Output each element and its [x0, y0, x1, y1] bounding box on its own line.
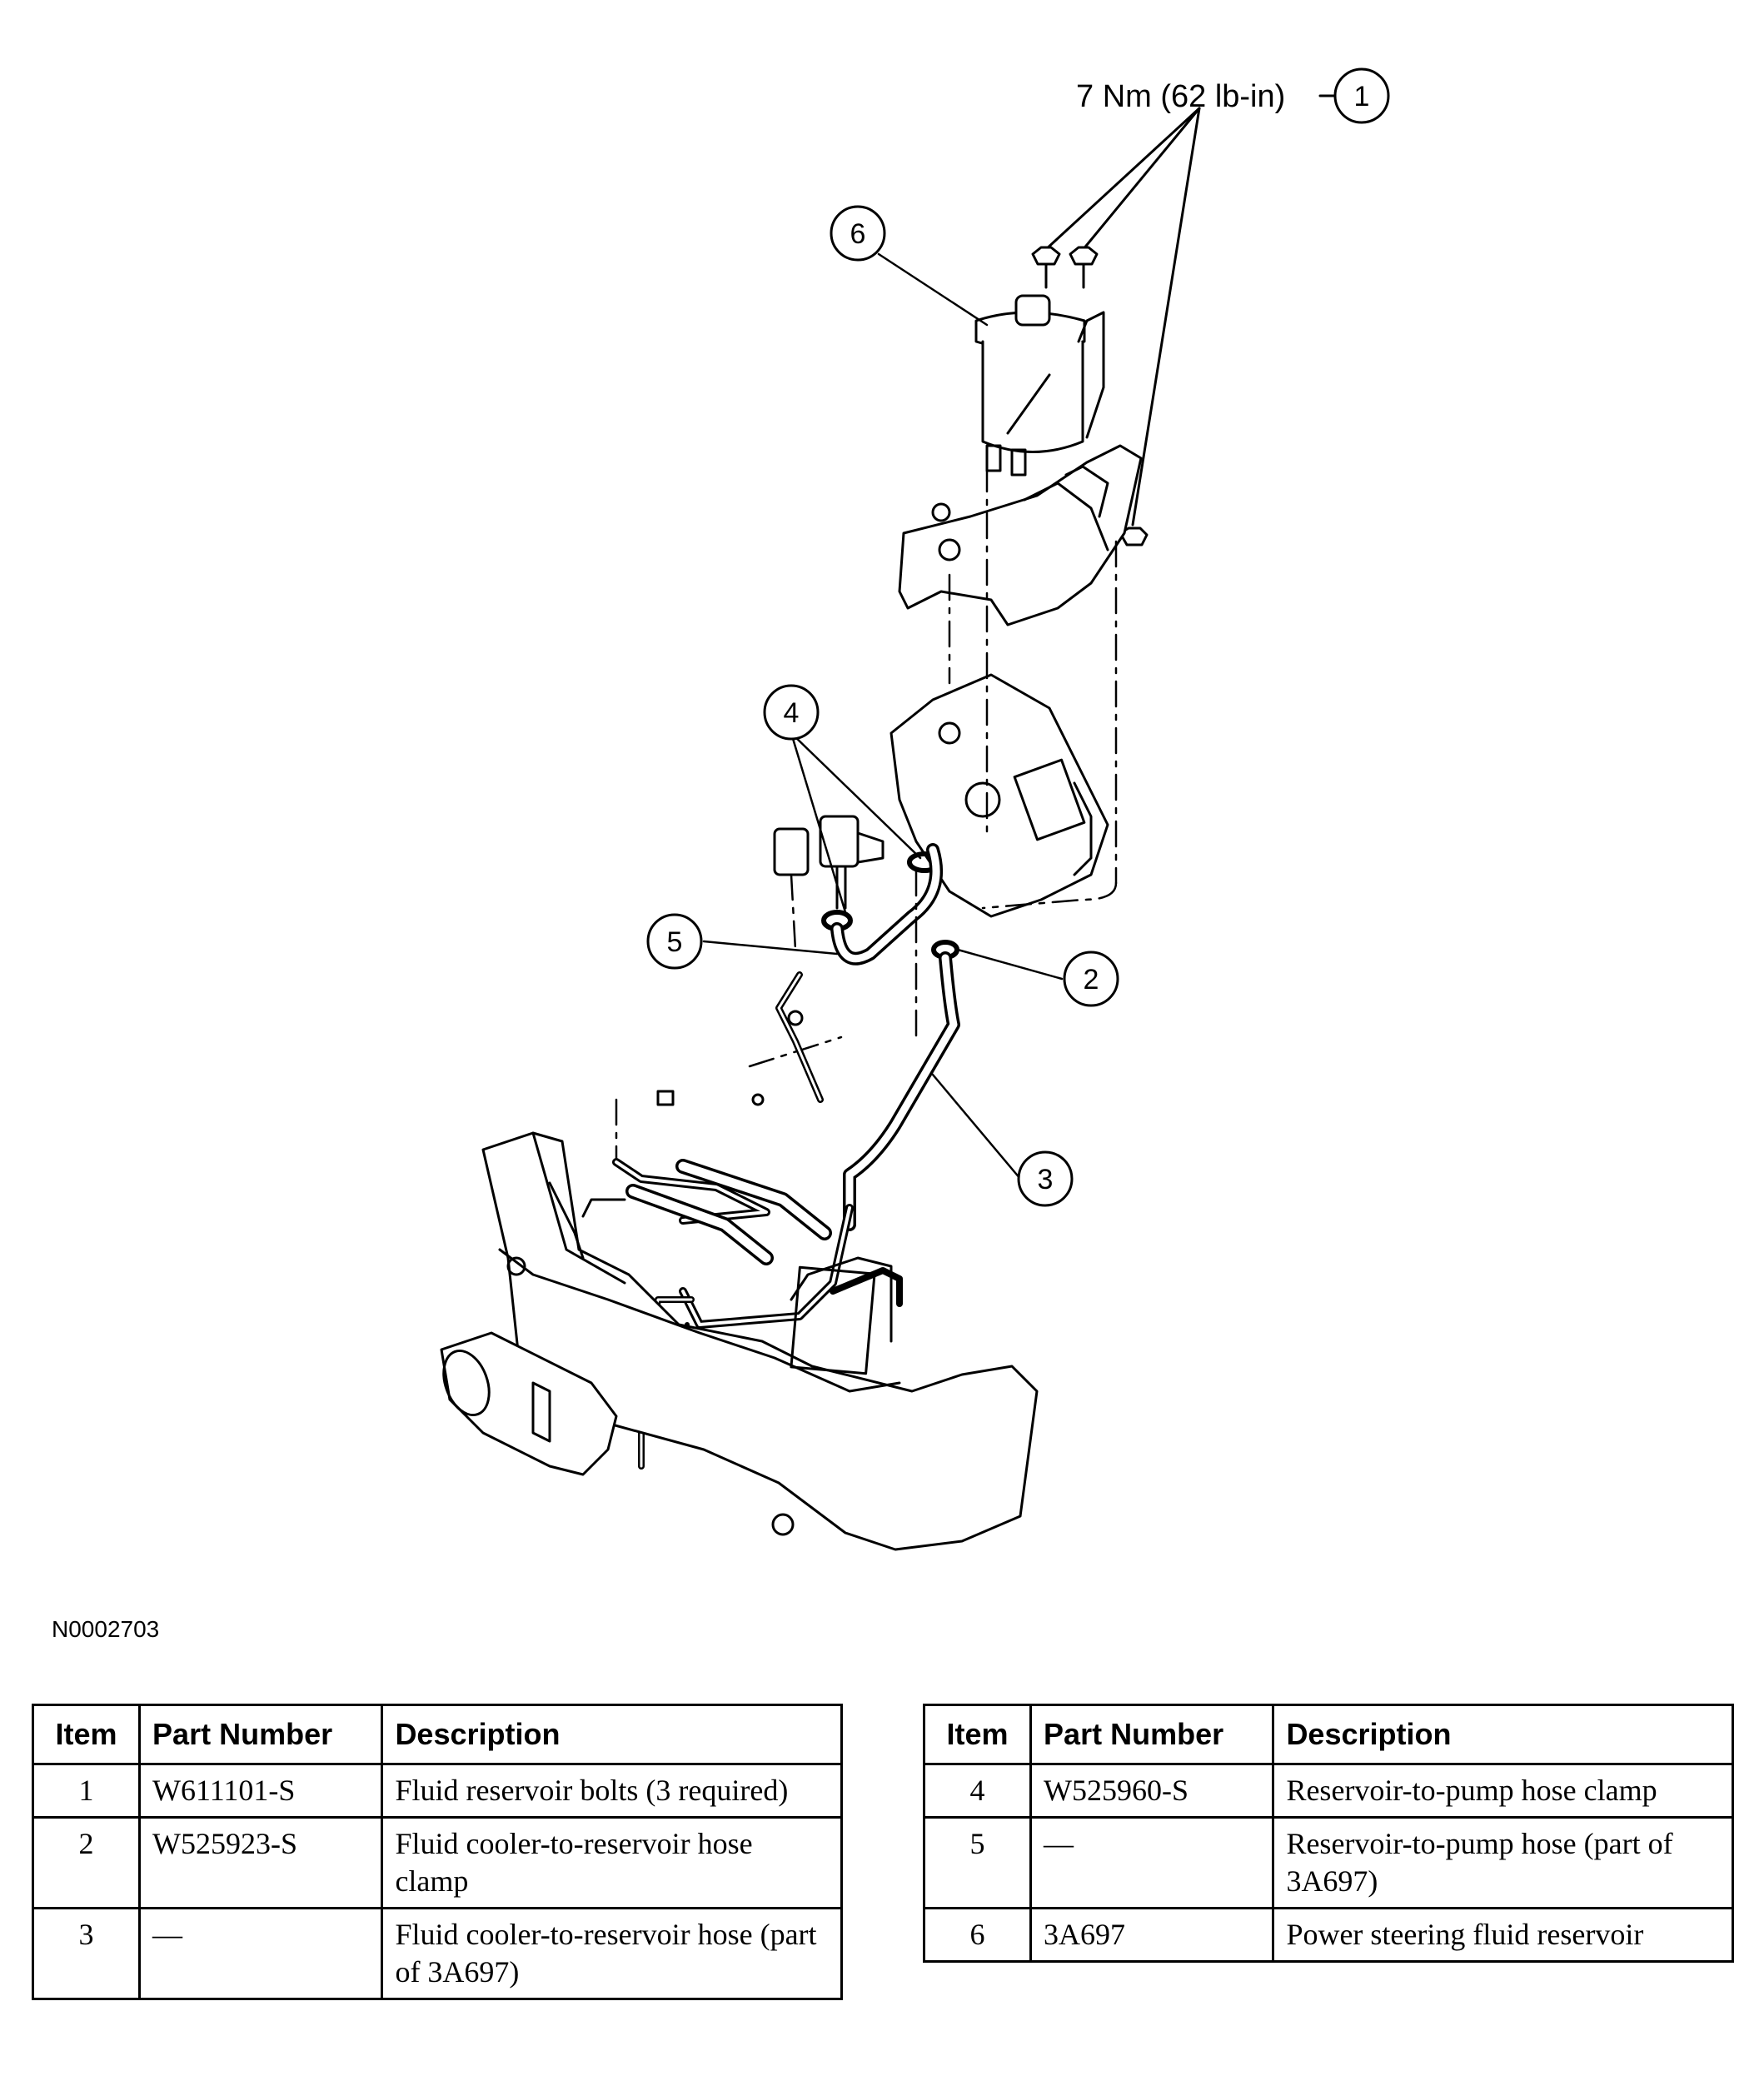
- callout-circle: [1017, 1150, 1074, 1207]
- cell-item: 6: [922, 1907, 1033, 1963]
- header-part-number: Part Number: [138, 1704, 384, 1765]
- steering-gear-housing: [440, 1331, 618, 1476]
- table-row: 1 W611101-S Fluid reservoir bolts (3 req…: [31, 1763, 843, 1819]
- cell-item: 1: [31, 1763, 142, 1819]
- cell-part-number: W611101-S: [138, 1763, 384, 1819]
- torque-spec-label: 7 Nm (62 lb-in): [1076, 79, 1285, 114]
- callout-circle: [646, 913, 703, 970]
- callout-5: 5: [667, 926, 683, 958]
- cell-item: 4: [922, 1763, 1033, 1819]
- table-header-row: Item Part Number Description: [922, 1704, 1734, 1765]
- table-row: 4 W525960-S Reservoir-to-pump hose clamp: [922, 1763, 1734, 1819]
- cell-item: 2: [31, 1816, 142, 1909]
- callout-circle: [1318, 67, 1390, 124]
- callout-2: 2: [1084, 964, 1099, 996]
- figure-id: N0002703: [52, 1616, 160, 1642]
- cell-part-number: W525960-S: [1029, 1763, 1275, 1819]
- cell-part-number: 3A697: [1029, 1907, 1275, 1963]
- table-row: 6 3A697 Power steering fluid reservoir: [922, 1907, 1734, 1963]
- header-item: Item: [31, 1704, 142, 1765]
- header-description: Description: [1272, 1704, 1734, 1765]
- reservoir-bolt: [1031, 246, 1061, 289]
- cell-part-number: W525923-S: [138, 1816, 384, 1909]
- cell-description: Power steering fluid reservoir: [1272, 1907, 1734, 1963]
- steering-gear-valve: [773, 815, 884, 910]
- cell-description: Reservoir-to-pump hose clamp: [1272, 1763, 1734, 1819]
- mounting-bracket: [898, 444, 1143, 626]
- parts-table-left: Item Part Number Description 1 W611101-S…: [31, 1704, 843, 2000]
- table-row: 5 — Reservoir-to-pump hose (part of 3A69…: [922, 1816, 1734, 1909]
- fluid-cooler-to-reservoir-hose: [843, 951, 960, 1231]
- callout-leaders: [702, 252, 1064, 1180]
- fluid-reservoir: [974, 294, 1105, 477]
- reservoir-bolt: [1119, 526, 1149, 546]
- callout-4: 4: [784, 697, 800, 729]
- cell-part-number: —: [1029, 1816, 1275, 1909]
- table-row: 2 W525923-S Fluid cooler-to-reservoir ho…: [31, 1816, 843, 1909]
- reservoir-to-pump-hose: [830, 843, 944, 966]
- power-steering-pump: [889, 673, 1109, 918]
- reservoir-bolt: [1069, 246, 1099, 289]
- table-header-row: Item Part Number Description: [31, 1704, 843, 1765]
- callout-3: 3: [1038, 1164, 1054, 1195]
- table-row: 3 — Fluid cooler-to-reservoir hose (part…: [31, 1907, 843, 2000]
- callout-circle: [830, 205, 886, 262]
- callout-1: 1: [1354, 81, 1370, 112]
- callout-circle: [1063, 951, 1119, 1007]
- callout-6: 6: [850, 218, 866, 250]
- torque-leaders: [1044, 107, 1201, 526]
- exploded-parts-diagram: 7 Nm (62 lb-in) 1 2 3 4 5 6: [440, 67, 1390, 1551]
- header-part-number: Part Number: [1029, 1704, 1275, 1765]
- parts-table-right: Item Part Number Description 4 W525960-S…: [922, 1704, 1734, 1963]
- cell-item: 3: [31, 1907, 142, 2000]
- cell-description: Fluid cooler-to-reservoir hose (part of …: [381, 1907, 843, 2000]
- header-item: Item: [922, 1704, 1033, 1765]
- alignment-lines: [615, 465, 1118, 1160]
- callout-circle: [763, 684, 820, 741]
- cell-description: Fluid reservoir bolts (3 required): [381, 1763, 843, 1819]
- cell-description: Reservoir-to-pump hose (part of 3A697): [1272, 1816, 1734, 1909]
- line-fitting: [656, 1010, 804, 1106]
- cell-part-number: —: [138, 1907, 384, 2000]
- header-description: Description: [381, 1704, 843, 1765]
- cell-item: 5: [922, 1816, 1033, 1909]
- cell-description: Fluid cooler-to-reservoir hose clamp: [381, 1816, 843, 1909]
